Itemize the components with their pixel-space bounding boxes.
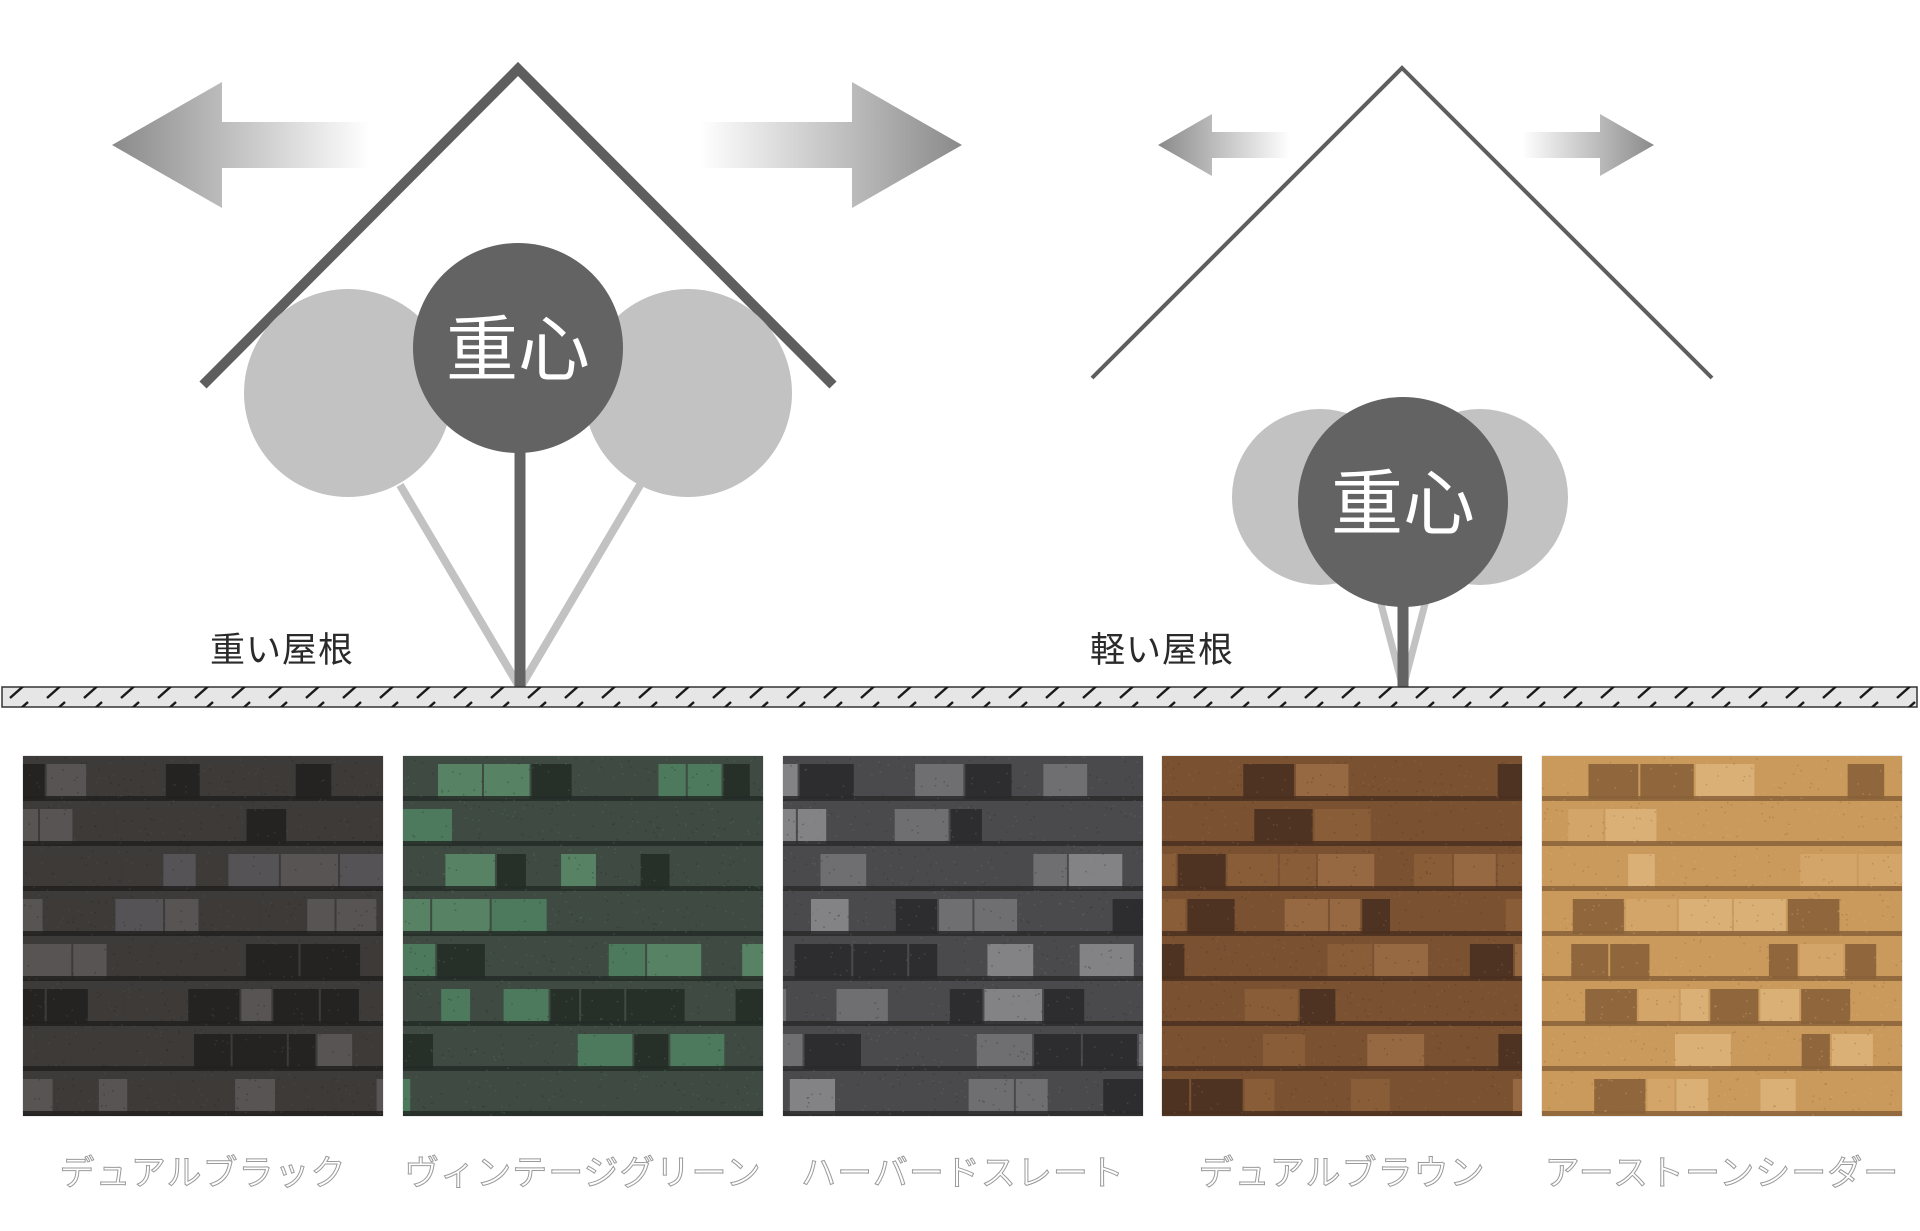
heavy-roof-label: 重い屋根 — [210, 631, 355, 671]
ghost-weight-right — [584, 289, 792, 497]
swatch-caption: デュアルブラック — [59, 1154, 347, 1195]
center-of-gravity-heavy — [413, 243, 623, 453]
sway-arrow-right-large — [700, 82, 962, 208]
light-roof-outline — [1090, 65, 1714, 380]
sway-arrow-left-large — [112, 82, 370, 208]
swatch-dual-black — [23, 756, 383, 1116]
sway-arrow-left-small — [1158, 114, 1290, 176]
heavy-roof-group: 重心 — [112, 61, 962, 691]
center-of-gravity-label-heavy: 重心 — [446, 308, 590, 392]
center-of-gravity-label-light: 重心 — [1331, 462, 1475, 546]
ghost-weight-left — [244, 289, 452, 497]
heavy-roof-outline — [199, 61, 837, 389]
shingle-swatch-row — [0, 756, 1920, 1116]
swatch-vintage-green — [403, 756, 763, 1116]
center-of-gravity-diagram: 重心 重心 — [1, 61, 1918, 708]
light-roof-label: 軽い屋根 — [1090, 631, 1235, 671]
ground-strip — [1, 686, 1918, 708]
ghost-stem-right — [516, 482, 644, 691]
ghost-stem-left — [396, 482, 524, 691]
swatch-dual-brown — [1162, 756, 1522, 1116]
swatch-harvard-slate — [783, 756, 1143, 1116]
swatch-caption: デュアルブラウン — [1198, 1154, 1486, 1195]
swatch-caption: アーストーンシーダー — [1544, 1154, 1900, 1195]
sway-arrow-right-small — [1522, 114, 1654, 176]
light-roof-group: 重心 — [1090, 65, 1714, 689]
swatch-caption: ヴィンテージグリーン — [404, 1154, 762, 1195]
swatch-caption: ハーバードスレート — [801, 1154, 1125, 1195]
center-of-gravity-light — [1298, 397, 1508, 607]
swatch-earthtone-cedar — [1542, 756, 1902, 1116]
